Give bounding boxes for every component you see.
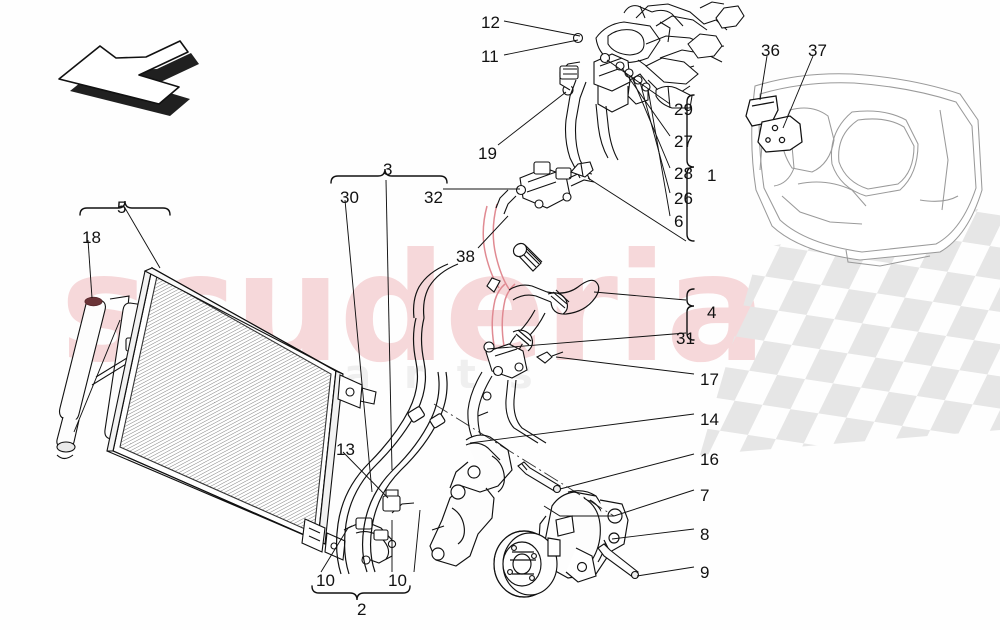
callout-16-bolt[interactable]: 16 [700,450,719,469]
bracket-36-37 [745,95,803,153]
group-bracket-3 [330,168,448,184]
vehicle-front-direction-arrow [58,40,199,116]
callout-4-group-suction-line[interactable]: 4 [707,303,717,322]
group-bracket-1 [686,94,695,242]
leader-lines [73,20,814,577]
callout-30-pipe[interactable]: 30 [340,188,359,207]
mid-pipe-block [495,161,595,215]
callout-8-bolt[interactable]: 8 [700,525,710,544]
callout-32-pipe[interactable]: 32 [424,188,443,207]
callout-19-grommet[interactable]: 19 [478,144,497,163]
callout-11-bolt[interactable]: 11 [481,47,499,66]
hose-coupling-mid [547,289,570,315]
callout-10-o-ring-left[interactable]: 10 [316,571,335,590]
condenser-assembly [56,266,377,561]
callout-17-screw[interactable]: 17 [700,370,719,389]
callout-14-compressor-bracket[interactable]: 14 [700,410,719,429]
engine-manifold-assembly [595,1,745,109]
callout-10-o-ring-right[interactable]: 10 [388,571,407,590]
callout-5-group-condenser[interactable]: 5 [117,198,127,217]
suction-hose-assembly [482,203,516,347]
callout-9-long-bolt[interactable]: 9 [700,563,710,582]
callout-37-support-plate[interactable]: 37 [808,41,827,60]
assembly-axis-line [433,403,615,517]
receiver-drier [56,295,130,460]
hose-coupling-upper [512,242,543,272]
compressor-bracket [429,434,513,567]
callout-36-bracket[interactable]: 36 [761,41,780,60]
bolt-9 [597,543,640,580]
callout-18-dryer-cap[interactable]: 18 [82,228,101,247]
callout-26-clamp[interactable]: 26 [674,189,693,208]
callout-2-group-fittings[interactable]: 2 [357,600,367,619]
firewall-panel-ghost [745,73,983,267]
callout-6-hose-assembly[interactable]: 6 [674,212,684,231]
callout-29-fitting[interactable]: 29 [674,100,693,119]
group-bracket-2 [311,585,411,601]
callout-28-o-ring[interactable]: 28 [674,164,693,183]
callout-7-compressor[interactable]: 7 [700,486,710,505]
group-bracket-4 [686,288,695,341]
callout-13-pressure-switch[interactable]: 13 [336,440,355,459]
callout-31-pipe[interactable]: 31 [676,329,695,348]
group-brackets [79,94,695,601]
condenser-core [106,266,377,561]
refrigerant-line-30-32 [335,263,459,575]
group-bracket-5 [79,200,171,216]
pressure-switch [382,489,401,512]
callout-3-group-condenser-lines[interactable]: 3 [383,160,393,179]
callout-38-quick-coupling[interactable]: 38 [456,247,475,266]
callout-1-group-engine-lines[interactable]: 1 [707,166,717,185]
callout-12-seal-ring[interactable]: 12 [481,13,500,32]
callout-27-seal[interactable]: 27 [674,132,693,151]
bolt-16 [517,461,562,494]
ac-compressor [493,490,629,598]
